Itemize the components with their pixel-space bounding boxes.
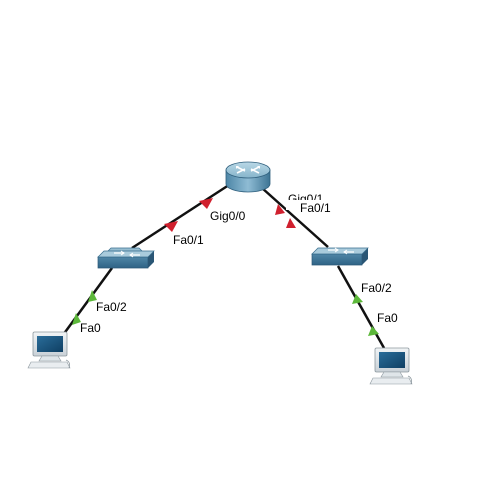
link-status-down-indicator [164, 221, 178, 232]
link-switch-right-pc-right[interactable] [336, 265, 386, 349]
port-label-switch-left-fa0-1: Fa0/1 [173, 233, 204, 247]
pc-icon[interactable] [369, 347, 413, 385]
switch-icon[interactable] [97, 247, 155, 269]
pc-icon[interactable] [27, 331, 71, 369]
link-status-up-indicator [88, 290, 97, 302]
label-overlap-mask [286, 200, 332, 210]
port-label-pc-left-fa0: Fa0 [80, 321, 101, 335]
link-router-switch-left[interactable] [131, 181, 233, 250]
link-status-down-indicator [199, 198, 213, 209]
link-status-up-indicator [72, 313, 81, 325]
switch-icon[interactable] [311, 247, 369, 266]
port-label-switch-left-fa0-2: Fa0/2 [96, 300, 127, 314]
port-label-switch-right-fa0-2: Fa0/2 [361, 281, 392, 295]
port-label-pc-right-fa0: Fa0 [377, 311, 398, 325]
router-icon[interactable] [225, 161, 271, 193]
link-status-down-indicator [286, 218, 296, 228]
link-status-down-indicator [275, 204, 285, 215]
link-router-switch-right[interactable] [261, 187, 329, 248]
port-label-switch-right-fa0-1: Fa0/1 [300, 201, 331, 215]
link-status-up-indicator [352, 294, 363, 304]
link-switch-left-pc-left[interactable] [61, 267, 114, 336]
link-status-up-indicator [368, 326, 379, 336]
port-label-router-gig0-0: Gig0/0 [210, 209, 246, 223]
